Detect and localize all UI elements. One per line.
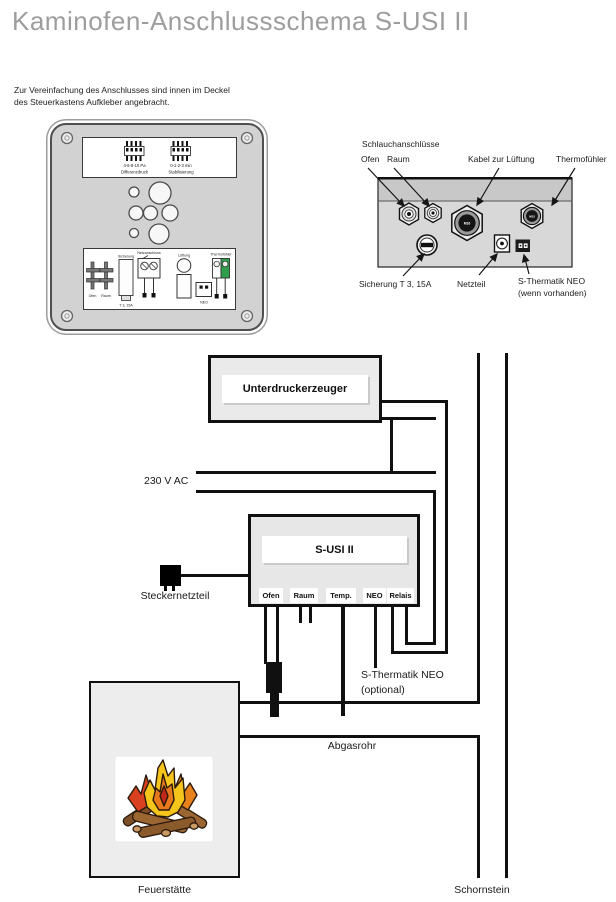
port-neo: NEO xyxy=(363,588,386,603)
label-s-thermatik-optional: S-Thermatik NEO (optional) xyxy=(361,668,444,697)
label-feuerstaette: Feuerstätte xyxy=(137,884,192,896)
port-temp: Temp. xyxy=(326,588,356,603)
label-ofen-hose: Ofen xyxy=(361,154,380,164)
sticker-raum-label: Raum xyxy=(101,294,111,298)
wire-fan-neutral xyxy=(380,417,436,420)
fire-image xyxy=(114,755,214,843)
chimney-left-upper xyxy=(477,353,480,704)
sticker-neo-label: NEO xyxy=(200,301,208,305)
wire-fan-live xyxy=(380,400,448,403)
dip-left-scale: 4-6-8-10 Pa xyxy=(123,163,146,168)
sticker-netzanschluss-label: Netzanschluss xyxy=(137,251,161,255)
hex-nut-raum-icon xyxy=(424,202,442,224)
wire-ofen-pin-2 xyxy=(276,604,279,664)
s-usi-label: S-USI II xyxy=(262,536,407,563)
chimney-left-lower xyxy=(477,735,480,878)
wire-ac-bottom-riser xyxy=(433,490,436,645)
wire-ofen-pin-1 xyxy=(264,604,267,664)
screw-icons xyxy=(60,131,254,323)
sticker-fuse-rating-label: T 3, 15A xyxy=(119,304,133,308)
unterdruckerzeuger-label: Unterdruckerzeuger xyxy=(222,375,368,403)
label-netzteil: Netzteil xyxy=(457,279,486,289)
psu-prong-right xyxy=(172,586,175,591)
intro-line-1: Zur Vereinfachung des Anschlusses sind i… xyxy=(14,85,230,95)
label-s-thermatik-neo-line2: (wenn vorhanden) xyxy=(518,287,587,298)
sticker-fan-supply-icon xyxy=(176,258,192,299)
label-230v: 230 V AC xyxy=(144,475,189,487)
label-s-thermatik-neo: S-Thermatik NEO (wenn vorhanden) xyxy=(518,276,587,299)
label-s-thermatik-neo-line1: S-Thermatik NEO xyxy=(518,276,586,286)
ofen-hose-nozzle xyxy=(270,692,279,717)
hex-nut-ofen-icon xyxy=(398,202,420,226)
wire-relay-u-inner xyxy=(405,642,436,645)
intro-line-2: des Steuerkastens Aufkleber angebracht. xyxy=(14,97,170,107)
sticker-fuse-icon xyxy=(118,259,134,301)
wire-neutral-drop xyxy=(390,417,393,474)
sticker-sicherung-label: Sicherung xyxy=(118,255,134,259)
label-schornstein: Schornstein xyxy=(454,884,510,896)
sticker-ofen-label: Ofen xyxy=(89,294,97,298)
psu-prong-left xyxy=(164,586,167,591)
dip-left-label: Differenzdruck xyxy=(121,170,149,175)
port-ofen: Ofen xyxy=(259,588,283,603)
pipe-bottom-line xyxy=(240,735,480,738)
sticker-thermofuehler-label: Thermofühler xyxy=(210,253,232,257)
label-thermofuehler: Thermofühler xyxy=(556,154,607,164)
neo-socket-icon xyxy=(515,239,530,252)
sticker-neo-socket-icon xyxy=(195,282,212,297)
wire-relay-u-outer xyxy=(391,651,448,654)
wire-psu xyxy=(180,574,248,577)
wire-temp-probe xyxy=(341,604,345,716)
cable-gland-m12-icon: M12 xyxy=(520,202,544,230)
wire-raum-pin-1 xyxy=(299,604,302,623)
cable-hole-icons xyxy=(128,181,179,245)
gland-m12-label: M12 xyxy=(529,214,535,218)
label-kabel-zur-lueftung: Kabel zur Lüftung xyxy=(468,154,535,164)
port-raum: Raum xyxy=(290,588,318,603)
wire-relay-pin-right xyxy=(405,605,408,645)
cable-gland-m16-icon: M16 xyxy=(451,204,483,242)
sticker-lueftung-label: Lüftung xyxy=(178,254,190,258)
dip-right-label: Stabilisierung xyxy=(168,170,194,175)
wire-ac-top xyxy=(196,471,436,474)
wire-relay-pin-left xyxy=(391,605,394,654)
port-relais: Relais xyxy=(387,588,414,603)
wire-ac-bottom xyxy=(196,490,436,493)
wire-neo xyxy=(374,604,377,668)
dip-right-scale: 0-1-2-3 min xyxy=(170,163,192,168)
label-s-thermatik-optional-line2: (optional) xyxy=(361,683,405,696)
label-abgasrohr: Abgasrohr xyxy=(327,740,377,752)
steckernetzteil-block xyxy=(160,565,181,586)
chimney-right xyxy=(505,353,508,878)
fuse-holder-icon xyxy=(416,234,438,256)
gland-m16-label: M16 xyxy=(464,222,471,226)
annotation-arrows xyxy=(367,167,576,277)
label-schlauchanschluesse: Schlauchanschlüsse xyxy=(362,139,440,149)
pipe-top-line xyxy=(240,701,478,704)
label-raum-hose: Raum xyxy=(387,154,410,164)
label-s-thermatik-optional-line1: S-Thermatik NEO xyxy=(361,669,444,681)
sticker-thermo-terminal-icon xyxy=(212,258,230,299)
sticker-hose-icons xyxy=(86,261,114,290)
label-steckernetzteil: Steckernetzteil xyxy=(140,590,210,602)
connector-panel-graphic: M16 M12 xyxy=(377,177,573,268)
dip-switch-differenzdruck-icon: 4-6-8-10 Pa Differenzdruck xyxy=(121,141,149,175)
ofen-hose-plug xyxy=(266,662,282,693)
wire-raum-pin-2 xyxy=(309,604,312,623)
wire-fan-live-riser xyxy=(445,400,448,654)
control-box-top-sticker xyxy=(82,137,237,178)
intro-text: Zur Vereinfachung des Anschlusses sind i… xyxy=(14,84,230,108)
page-title: Kaminofen-Anschlussschema S-USI II xyxy=(12,6,470,36)
dip-switch-stabilisierung-icon: 0-1-2-3 min Stabilisierung xyxy=(168,141,194,175)
dc-jack-icon xyxy=(493,234,511,253)
label-sicherung: Sicherung T 3, 15A xyxy=(359,279,432,289)
sticker-mains-terminal-icon xyxy=(137,255,161,298)
